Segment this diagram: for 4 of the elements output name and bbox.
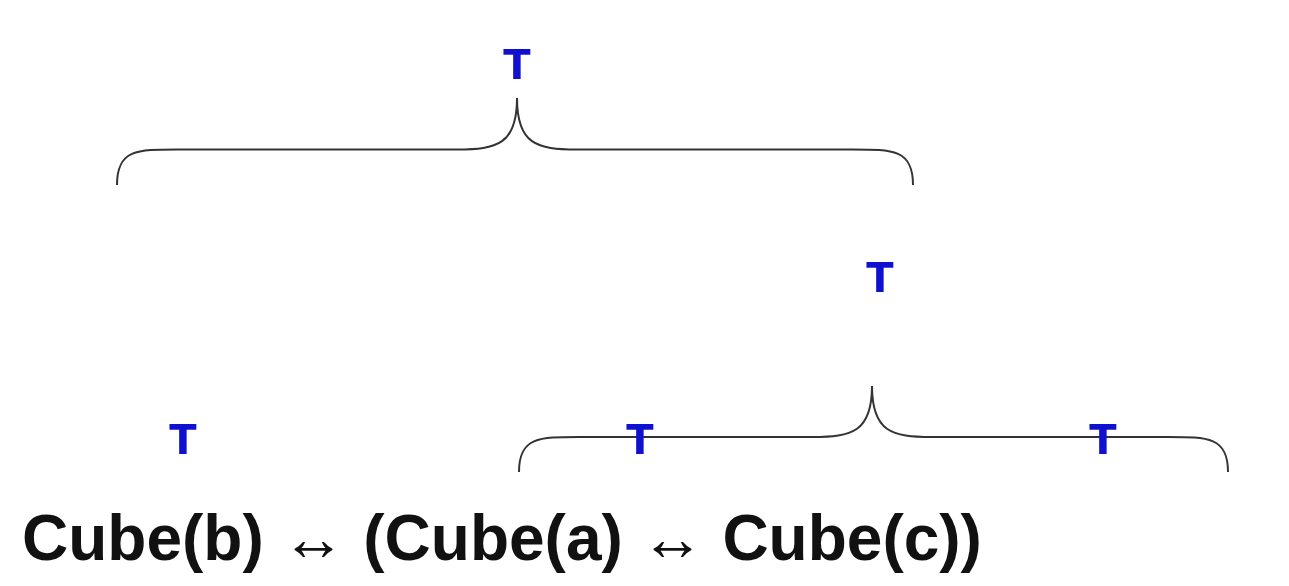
truth-value: T: [503, 45, 531, 85]
formula: Cube(b) ↔ (Cube(a) ↔ Cube(c)): [22, 501, 982, 576]
truth-value: T: [169, 420, 197, 460]
truth-value: T: [866, 258, 894, 298]
